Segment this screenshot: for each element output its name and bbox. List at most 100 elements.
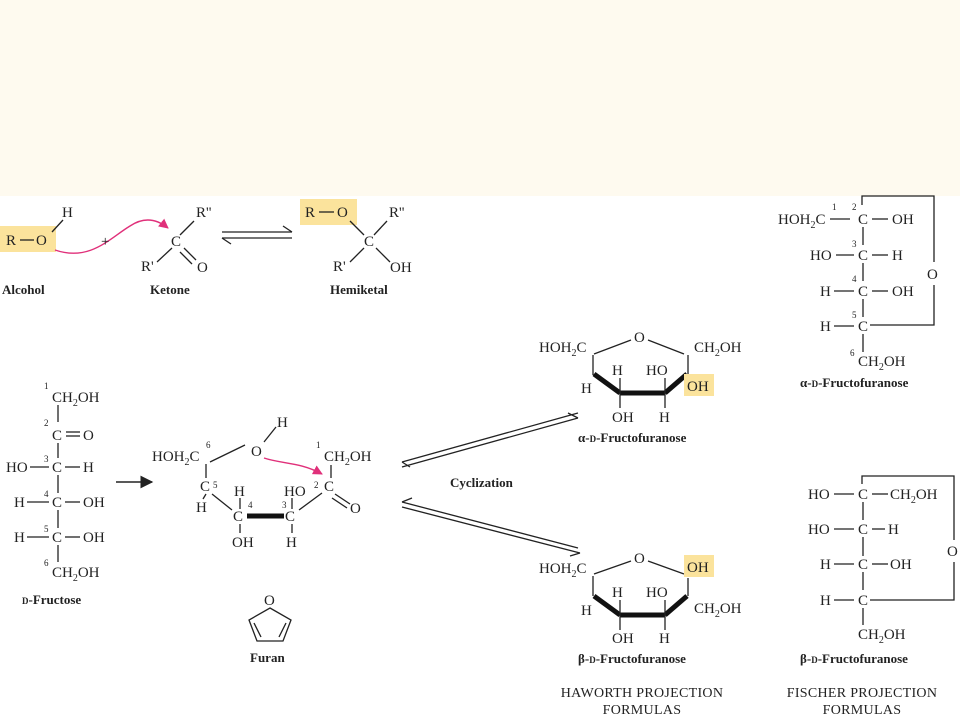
nucleophilic-attack-arrow bbox=[54, 218, 169, 254]
fischer-caption-line-2: FORMULAS bbox=[823, 703, 902, 718]
fa-num-2: 2 bbox=[852, 202, 857, 212]
d-fructose-label: D-Fructose bbox=[22, 592, 81, 607]
fischer-caption-line-1: FISCHER PROJECTION bbox=[787, 686, 937, 701]
oc-c3-h: H bbox=[286, 535, 297, 551]
hb-ch2oh: CH2OH bbox=[694, 601, 742, 620]
fb-c2-ho: HO bbox=[808, 487, 830, 503]
ketone-r1: R' bbox=[141, 259, 154, 275]
ketone-bond-r1 bbox=[156, 247, 173, 263]
ha-h-bottom: H bbox=[659, 410, 670, 426]
fructose-c3: C bbox=[52, 460, 62, 476]
hemiketal-r1: R' bbox=[333, 259, 346, 275]
fb-ch2oh-top: CH2OH bbox=[890, 487, 938, 506]
hb-oh-bottom: OH bbox=[612, 631, 634, 647]
oc-c4: C bbox=[233, 509, 243, 525]
fructose-c4: C bbox=[52, 495, 62, 511]
haworth-alpha-label: α-D-Fructofuranose bbox=[578, 430, 687, 445]
ha-oh-anomeric: OH bbox=[687, 379, 709, 395]
fischer-beta-label: β-D-Fructofuranose bbox=[800, 651, 908, 666]
fructose-c2-o: O bbox=[83, 428, 94, 444]
ketone-r2: R'' bbox=[196, 205, 212, 221]
fructose-num-2: 2 bbox=[44, 418, 49, 428]
ketone-o-atom: O bbox=[197, 260, 208, 276]
hemiketal-structure: R O R'' C R' OH Hemiketal bbox=[300, 199, 412, 297]
fa-num-3: 3 bbox=[852, 239, 857, 249]
fa-c4-oh: OH bbox=[892, 284, 914, 300]
ring-closing-arrow bbox=[263, 457, 323, 475]
fa-num-6: 6 bbox=[850, 348, 855, 358]
haworth-alpha: O HOH2C CH2OH H H HO OH OH H α-D-Fructof… bbox=[539, 330, 742, 445]
alcohol-o-atom: O bbox=[36, 233, 47, 249]
fischer-alpha-label: α-D-Fructofuranose bbox=[800, 375, 909, 390]
hemiketal-label: Hemiketal bbox=[330, 282, 388, 297]
oc-c2-o: O bbox=[350, 501, 361, 517]
ketone-label: Ketone bbox=[150, 282, 190, 297]
hemiketal-c-r2-bond bbox=[373, 220, 388, 236]
fa-ring-bond-bottom bbox=[870, 285, 935, 326]
fa-c3-ho: HO bbox=[810, 248, 832, 264]
ha-ho: HO bbox=[646, 363, 668, 379]
oc-hoh2c: HOH2C bbox=[152, 449, 200, 468]
ha-hoh2c: HOH2C bbox=[539, 340, 587, 359]
fa-c6: CH2OH bbox=[858, 354, 906, 373]
oc-c2: C bbox=[324, 479, 334, 495]
ha-o: O bbox=[634, 330, 645, 346]
fructose-num-6: 6 bbox=[44, 558, 49, 568]
hb-oh-anomeric: OH bbox=[687, 560, 709, 576]
fischer-caption: FISCHER PROJECTION FORMULAS bbox=[787, 686, 937, 718]
fructose-c5-left: H bbox=[14, 530, 25, 546]
fructose-c1: CH2OH bbox=[52, 390, 100, 409]
fb-c5-h: H bbox=[820, 593, 831, 609]
hb-h1: H bbox=[581, 603, 592, 619]
fa-c4-h: H bbox=[820, 284, 831, 300]
alcohol-h-atom: H bbox=[62, 205, 73, 221]
hb-ho: HO bbox=[646, 585, 668, 601]
fb-c4-oh: OH bbox=[890, 557, 912, 573]
hemiketal-r-atom: R bbox=[305, 205, 315, 221]
fb-c6: CH2OH bbox=[858, 627, 906, 646]
furan-structure: O Furan bbox=[248, 593, 292, 665]
open-chain-intermediate: HOH2C 6 C 5 H O H C 4 H OH C 3 HO H bbox=[152, 415, 372, 551]
fructose-num-5: 5 bbox=[44, 524, 49, 534]
hb-h-bottom: H bbox=[659, 631, 670, 647]
fa-hoh2c: HOH2C bbox=[778, 212, 826, 231]
cyclization-arrows: Cyclization bbox=[401, 412, 581, 557]
fructose-c3-right: H bbox=[83, 460, 94, 476]
fb-ring-o: O bbox=[947, 544, 958, 560]
fructose-c5-right: OH bbox=[83, 530, 105, 546]
oc-c5-h: H bbox=[196, 500, 207, 516]
oc-num-5: 5 bbox=[213, 480, 218, 490]
haworth-beta-label: β-D-Fructofuranose bbox=[578, 651, 686, 666]
hemiketal-c-oh-bond bbox=[375, 247, 391, 263]
oc-c3: C bbox=[285, 509, 295, 525]
fa-ring-o: O bbox=[927, 267, 938, 283]
fb-c4: C bbox=[858, 557, 868, 573]
oc-c4-h: H bbox=[234, 484, 245, 500]
furan-ring bbox=[248, 607, 292, 642]
fb-c3: C bbox=[858, 522, 868, 538]
fructose-c5: C bbox=[52, 530, 62, 546]
ketone-double-bond-a bbox=[183, 247, 197, 261]
ketone-double-bond-b bbox=[179, 251, 193, 265]
ketone-structure: R'' C R' O Ketone bbox=[141, 205, 212, 297]
fb-c3-h: H bbox=[888, 522, 899, 538]
alcohol-label: Alcohol bbox=[2, 282, 45, 297]
alcohol-r-atom: R bbox=[6, 233, 16, 249]
o-h-bond bbox=[51, 219, 64, 233]
hemiketal-c-atom: C bbox=[364, 234, 374, 250]
fb-c5: C bbox=[858, 593, 868, 609]
ha-ch2oh: CH2OH bbox=[694, 340, 742, 359]
ha-oh-bottom: OH bbox=[612, 410, 634, 426]
fb-c2: C bbox=[858, 487, 868, 503]
hemiketal-oh: OH bbox=[390, 260, 412, 276]
haworth-beta: O OH HOH2C H H HO CH2OH OH H β-D-Fructof… bbox=[539, 551, 742, 666]
equilibrium-arrow-1 bbox=[221, 225, 293, 245]
fb-ring-bond-top bbox=[861, 475, 955, 540]
fa-num-1: 1 bbox=[832, 202, 837, 212]
plus-sign: + bbox=[101, 234, 109, 250]
oc-num-3: 3 bbox=[282, 500, 287, 510]
furan-o: O bbox=[264, 593, 275, 609]
hb-oh-highlight bbox=[684, 555, 714, 577]
oc-c4-oh: OH bbox=[232, 535, 254, 551]
